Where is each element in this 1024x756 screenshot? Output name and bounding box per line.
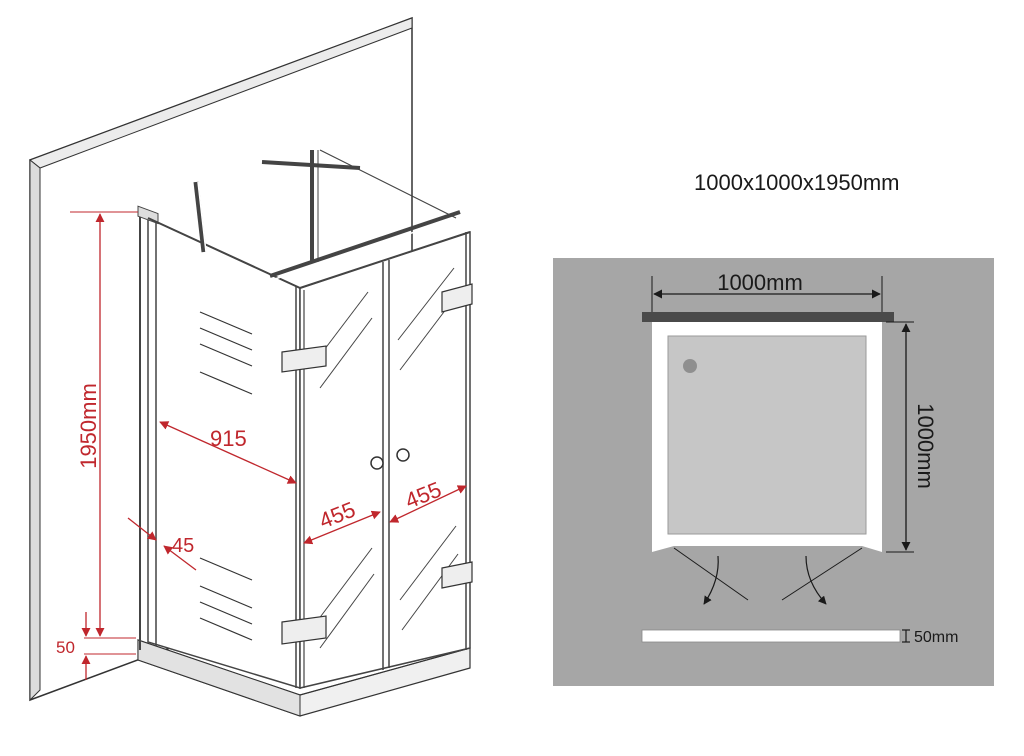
support-bars [147,149,471,289]
base-dimension-label: 50 [56,638,75,657]
tray-height-bar [641,629,901,643]
tray-height-label: 50mm [914,629,958,646]
hinge-icon [281,283,473,645]
isometric-view: 1950mm 915 455 455 45 50 [28,16,473,717]
side-width-dimension-label: 915 [210,426,247,451]
door-knob-icon [370,456,384,470]
tray-inner [667,335,867,535]
drain-icon [683,359,697,373]
size-title: 1000x1000x1950mm [694,170,899,195]
top-view: 1000x1000x1950mm 1000mm 1000mm 50mm [553,170,994,686]
wall-strip [642,312,894,322]
height-dimension-label: 1950mm [76,383,101,469]
door-knob-icon [396,448,410,462]
gap-dimension-label: 45 [172,535,194,557]
door-swing-arrows [673,547,863,605]
front-doors [281,230,473,689]
top-width-label: 1000mm [717,270,803,295]
top-depth-label: 1000mm [913,403,938,489]
shower-tray [137,639,471,717]
dimension-lines [70,211,467,680]
